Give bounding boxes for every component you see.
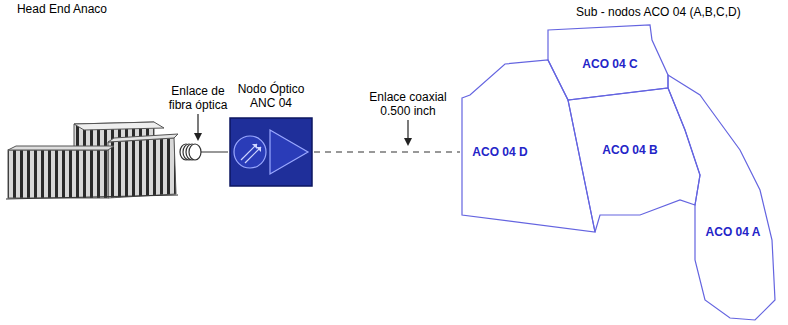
- region-label: ACO 04 C: [582, 57, 637, 71]
- map-region: ACO 04 D: [460, 58, 597, 234]
- node-shape: [666, 73, 778, 322]
- optical-node-box: [230, 118, 312, 186]
- map-region: [548, 25, 668, 100]
- region-label: ACO 04 A: [706, 225, 761, 239]
- map-region: ACO 04 A: [666, 73, 778, 322]
- map-title: Sub - nodos ACO 04 (A,B,C,D): [576, 5, 776, 19]
- callout-arrow: [194, 114, 202, 141]
- head-end: Head End Anaco: [4, 102, 180, 202]
- callout-arrow: [404, 120, 412, 146]
- node-shape: [566, 86, 714, 234]
- node-label: Nodo Óptico ANC 04: [228, 82, 314, 110]
- map-region: ACO 04 B: [566, 86, 714, 234]
- optical-node: Nodo Óptico ANC 04: [228, 82, 314, 188]
- coax-link: [314, 151, 460, 152]
- label-box: Enlace coaxial 0.500 inch: [363, 90, 453, 118]
- map-region: [462, 60, 595, 232]
- region-label: ACO 04 D: [472, 145, 527, 159]
- building-icon: [6, 122, 178, 199]
- map-region: [668, 75, 775, 320]
- map-region: [568, 88, 700, 232]
- label-box: Sub - nodos ACO 04 (A,B,C,D): [576, 5, 776, 19]
- region-label: ACO 04 B: [602, 143, 657, 157]
- label-box: Enlace de fibra óptica: [162, 84, 234, 112]
- link-callout: Enlace coaxial 0.500 inch: [363, 90, 453, 118]
- node-shape: [4, 102, 180, 202]
- node-label: Head End Anaco: [17, 2, 107, 16]
- link-callout: Enlace de fibra óptica: [162, 84, 234, 112]
- fiber-coil: [180, 144, 201, 160]
